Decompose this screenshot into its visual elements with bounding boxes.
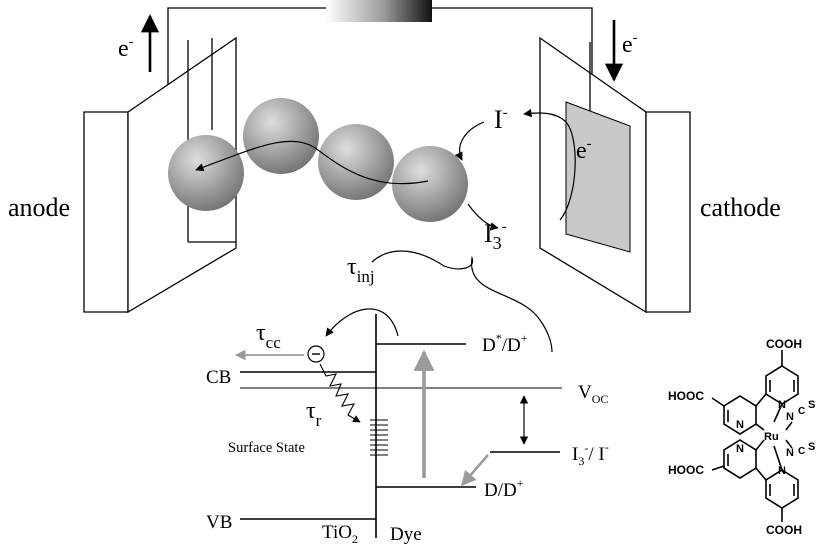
dye-label: Dye — [390, 524, 422, 545]
ground-state-label: D/D+ — [484, 476, 524, 501]
svg-text:N: N — [736, 419, 744, 431]
nanoparticle — [168, 135, 244, 211]
tau-inj-label: τinj — [347, 254, 375, 286]
iodide-label: I- — [494, 105, 508, 134]
tio2-nanoparticles — [168, 98, 468, 222]
nanoparticle — [243, 98, 319, 174]
tio2-label: TiO2 — [322, 522, 358, 546]
electron-symbol — [307, 345, 325, 363]
iodide-to-dye-arrow — [454, 121, 485, 161]
triiodide-label: I3- — [484, 219, 507, 253]
cathode-catalyst-plate — [565, 101, 631, 253]
tau-r-label: τr — [306, 398, 322, 430]
surface-state-levels — [370, 419, 388, 456]
svg-text:S: S — [808, 399, 815, 411]
energy-level-diagram — [240, 314, 562, 538]
svg-text:N: N — [786, 411, 794, 423]
cb-label: CB — [206, 367, 231, 388]
svg-text:N: N — [778, 399, 786, 411]
excited-state-label: D*/D+ — [482, 331, 528, 356]
vb-label: VB — [206, 512, 232, 533]
redox-level-label: I3-/ I- — [572, 440, 609, 468]
svg-text:COOH: COOH — [766, 337, 802, 351]
svg-text:N: N — [778, 465, 786, 477]
electron-label-cathode: e- — [576, 136, 592, 164]
anode-label: anode — [8, 193, 70, 222]
svg-text:HOOC: HOOC — [668, 463, 704, 477]
voc-label: VOC — [578, 382, 608, 406]
svg-text:HOOC: HOOC — [668, 389, 704, 403]
svg-text:N: N — [786, 447, 794, 459]
regeneration-arrow — [461, 454, 489, 487]
dye-to-triiodide-arrow — [467, 203, 499, 231]
svg-text:COOH: COOH — [766, 523, 802, 537]
electron-label-left: e- — [118, 34, 134, 62]
nanoparticle — [392, 146, 468, 222]
recombination-zigzag — [319, 363, 361, 423]
electron-transport-path — [195, 140, 429, 185]
svg-text:S: S — [808, 441, 815, 453]
surface-state-label: Surface State — [228, 440, 305, 456]
nanoparticle — [318, 124, 394, 200]
tau-cc-label: τcc — [256, 320, 281, 352]
cathode-label: cathode — [700, 193, 781, 222]
svg-text:C: C — [798, 446, 805, 457]
svg-text:Ru: Ru — [764, 431, 779, 443]
svg-text:N: N — [736, 443, 744, 455]
load-resistor — [326, 0, 432, 22]
cathode-reduction-arrow — [523, 108, 576, 221]
zoom-callout-curve — [371, 250, 553, 353]
injection-arrow — [325, 308, 399, 337]
dye-molecule-structure: COOH HOOC HOOC COOH Ru N N N N N C S N C… — [668, 337, 815, 537]
electron-label-right: e- — [622, 30, 638, 58]
svg-text:C: C — [798, 406, 805, 417]
